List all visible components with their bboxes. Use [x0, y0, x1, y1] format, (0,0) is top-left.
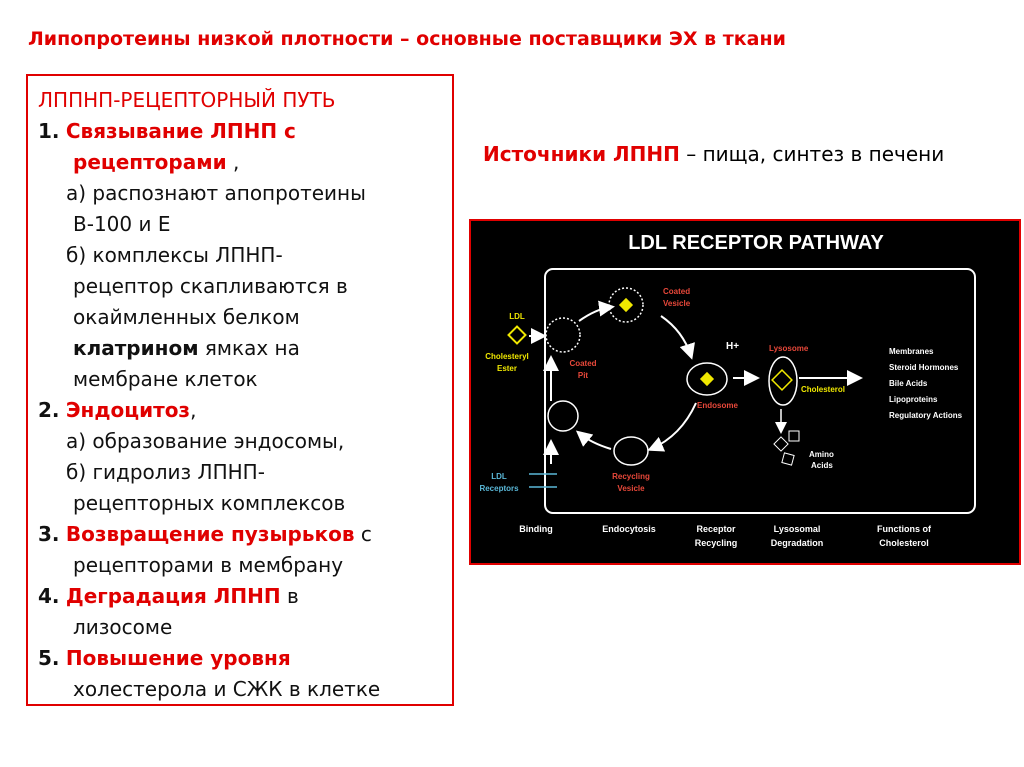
recycling-vesicle-label: Recycling — [612, 472, 650, 481]
stage-functions: Functions of — [877, 524, 932, 534]
step-3: 3. Возвращение пузырьков с — [38, 522, 372, 546]
endosome-icon — [686, 362, 728, 396]
svg-text:Regulatory Actions: Regulatory Actions — [889, 411, 963, 420]
ldl-receptors-label-2: Receptors — [479, 484, 519, 493]
h-plus-label: H+ — [726, 341, 739, 352]
step-1: 1. Связывание ЛПНП с — [38, 119, 296, 143]
stage-receptor: Receptor — [696, 524, 736, 534]
amino-acids-label: Amino — [809, 450, 834, 459]
svg-text:Lipoproteins: Lipoproteins — [889, 395, 938, 404]
ldl-label: LDL — [509, 312, 525, 321]
cholesterol-functions-list: Membranes Steroid Hormones Bile Acids Li… — [889, 347, 963, 420]
svg-text:Membranes: Membranes — [889, 347, 934, 356]
stage-labels: Binding Endocytosis Receptor Recycling L… — [519, 524, 932, 548]
step-1a: а) распознают апопротеины — [66, 181, 366, 205]
cell-membrane — [544, 268, 976, 514]
step-2b-cont: рецепторных комплексов — [73, 491, 346, 515]
step-2: 2. Эндоцитоз, — [38, 398, 197, 422]
stage-endocytosis: Endocytosis — [602, 524, 656, 534]
step-5: 5. Повышение уровня — [38, 646, 291, 670]
ldl-particle-icon — [507, 325, 527, 345]
ldl-sources: Источники ЛПНП – пища, синтез в печени — [483, 142, 945, 166]
coated-pit-label-2: Pit — [578, 371, 589, 380]
step-4-cont: лизосоме — [73, 615, 173, 639]
step-1b: б) комплексы ЛПНП- — [66, 243, 283, 267]
step-1b-line3: окаймленных белком — [73, 305, 300, 329]
stage-binding: Binding — [519, 524, 553, 534]
step-1-cont: рецепторами , — [73, 150, 240, 174]
coated-vesicle-label: Coated — [663, 287, 690, 296]
ldl-receptor-pathway-diagram: LDL RECEPTOR PATHWAY LDL Cholesteryl Est… — [469, 219, 1021, 565]
lysosome-label: Lysosome — [769, 344, 809, 353]
step-1b-line2: рецептор скапливаются в — [73, 274, 348, 298]
endosome-label: Endosome — [697, 401, 738, 410]
step-2b: б) гидролиз ЛПНП- — [66, 460, 265, 484]
coated-pit-label: Coated — [569, 359, 596, 368]
cholesterol-label: Cholesterol — [801, 385, 845, 394]
cholesteryl-ester-label-2: Ester — [497, 364, 517, 373]
step-3-cont: рецепторами в мембрану — [73, 553, 344, 577]
slide-title: Липопротеины низкой плотности – основные… — [28, 28, 786, 50]
stage-recycling: Recycling — [695, 538, 738, 548]
coated-pit-icon — [545, 317, 581, 353]
amino-acid-icon — [788, 430, 800, 442]
recycling-vesicle-icon — [613, 436, 649, 466]
stage-degradation: Degradation — [771, 538, 824, 548]
budding-vesicle-icon — [547, 400, 579, 432]
box-heading: ЛППНП-РЕЦЕПТОРНЫЙ ПУТЬ — [38, 88, 336, 112]
diagram-title: LDL RECEPTOR PATHWAY — [628, 232, 884, 254]
step-1b-line5: мембране клеток — [73, 367, 258, 391]
step-1b-line4: клатрином ямках на — [73, 336, 300, 360]
svg-text:Steroid Hormones: Steroid Hormones — [889, 363, 959, 372]
svg-text:Bile Acids: Bile Acids — [889, 379, 928, 388]
lysosome-icon — [768, 356, 798, 406]
step-1a-cont: В-100 и Е — [73, 212, 171, 236]
coated-vesicle-label-2: Vesicle — [663, 299, 691, 308]
recycling-vesicle-label-2: Vesicle — [617, 484, 645, 493]
step-4: 4. Деградация ЛПНП в — [38, 584, 299, 608]
stage-cholesterol: Cholesterol — [879, 538, 929, 548]
amino-acid-icon — [773, 436, 789, 452]
amino-acids-label-2: Acids — [811, 461, 833, 470]
step-5-cont: холестерола и СЖК в клетке — [73, 677, 381, 701]
ldl-receptors-label: LDL — [491, 472, 507, 481]
cholesteryl-ester-label: Cholesteryl — [485, 352, 529, 361]
ldl-receptor-pathway-box: ЛППНП-РЕЦЕПТОРНЫЙ ПУТЬ 1. Связывание ЛПН… — [26, 74, 454, 706]
step-2a: а) образование эндосомы, — [66, 429, 345, 453]
stage-lysosomal: Lysosomal — [774, 524, 821, 534]
amino-acid-icon — [781, 452, 795, 466]
